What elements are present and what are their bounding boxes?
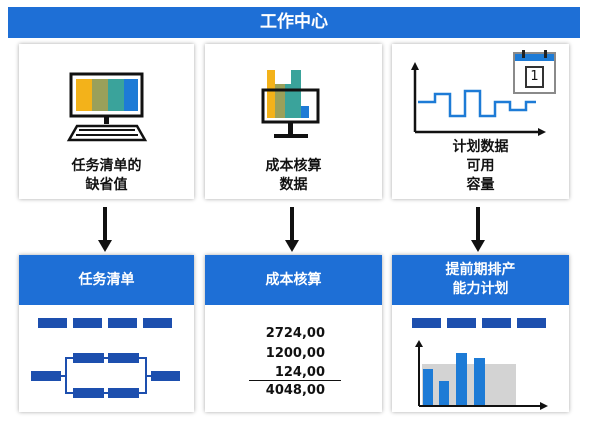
costing-data-card: 成本核算 数据 bbox=[205, 44, 382, 199]
planning-data-label-2: 可用 bbox=[466, 158, 495, 174]
cost-value-1: 2724,00 bbox=[265, 326, 325, 341]
capacity-graph-icon bbox=[411, 62, 546, 136]
task-list-defaults-label-2: 缺省值 bbox=[85, 177, 128, 193]
task-list-defaults-label-1: 任务清单的 bbox=[71, 158, 142, 174]
task-list-card: 任务清单 bbox=[19, 255, 194, 412]
costing-card: 成本核算 2724,00 1200,00 124,00 4048,00 bbox=[205, 255, 382, 412]
capacity-bar-diagram bbox=[412, 318, 548, 410]
costing-data-label-1: 成本核算 bbox=[265, 158, 322, 174]
costing-data-label-2: 数据 bbox=[279, 177, 308, 193]
cost-value-2: 1200,00 bbox=[265, 346, 325, 361]
work-center-header: 工作中心 bbox=[8, 7, 580, 38]
cost-value-3: 124,00 bbox=[274, 365, 325, 380]
arrow-down-icon bbox=[98, 207, 112, 252]
computer-icon bbox=[66, 72, 148, 142]
capacity-planning-title: 提前期排产 能力计划 bbox=[392, 255, 569, 305]
task-list-title: 任务清单 bbox=[19, 255, 194, 305]
task-list-defaults-card: 任务清单的 缺省值 bbox=[19, 44, 194, 199]
planning-data-label-1: 计划数据 bbox=[452, 139, 509, 155]
costing-title: 成本核算 bbox=[205, 255, 382, 305]
sum-divider bbox=[249, 380, 341, 381]
capacity-planning-card: 提前期排产 能力计划 bbox=[392, 255, 569, 412]
planning-data-label-3: 容量 bbox=[466, 177, 495, 193]
cost-total: 4048,00 bbox=[265, 383, 325, 398]
calendar-icon: 1 bbox=[513, 50, 556, 94]
arrow-down-icon bbox=[471, 207, 485, 252]
capacity-title-line-1: 提前期排产 bbox=[445, 262, 516, 278]
monitor-chart-icon bbox=[261, 70, 320, 138]
arrow-down-icon bbox=[285, 207, 299, 252]
task-network-diagram bbox=[31, 318, 180, 398]
planning-data-card: 1 计划数据 可用 容量 bbox=[392, 44, 569, 199]
calendar-day: 1 bbox=[525, 66, 544, 88]
capacity-title-line-2: 能力计划 bbox=[452, 281, 509, 297]
